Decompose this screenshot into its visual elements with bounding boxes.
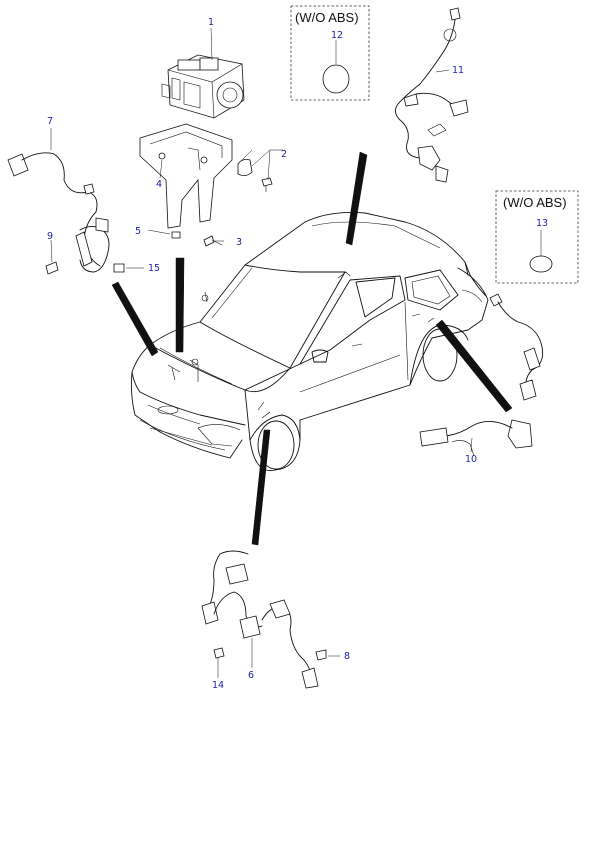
wo-abs-box-12-title: (W/O ABS) [295, 10, 359, 25]
callout-10: 10 [465, 454, 477, 465]
callout-14: 14 [212, 680, 224, 691]
plug-13 [529, 255, 553, 273]
callout-2: 2 [281, 149, 287, 160]
callout-leaders [50, 27, 473, 678]
callout-3: 3 [236, 237, 242, 248]
callout-4: 4 [156, 179, 162, 190]
wo-abs-box-13-title: (W/O ABS) [503, 195, 567, 210]
abs-hydraulic-unit [161, 54, 245, 119]
callout-1: 1 [208, 17, 214, 28]
callout-5: 5 [135, 226, 141, 237]
callout-numbers: 1 2 3 4 5 6 7 8 9 10 11 12 13 14 15 [47, 17, 548, 691]
callout-6: 6 [248, 670, 254, 681]
rear-right-sensor-10 [419, 293, 544, 457]
front-right-sensor-6 [201, 550, 327, 689]
rear-wheel-sensor-11 [395, 7, 469, 183]
callout-7: 7 [47, 116, 53, 127]
wo-abs-box-13 [495, 190, 579, 284]
abs-mounting-bracket [139, 123, 273, 247]
callout-9: 9 [47, 231, 53, 242]
callout-15: 15 [148, 263, 160, 274]
callout-11: 11 [452, 65, 464, 76]
front-left-sensor-7 [7, 152, 125, 275]
callout-8: 8 [344, 651, 350, 662]
car-illustration [130, 211, 489, 472]
pointer-arrows [111, 151, 513, 546]
plug-12 [322, 64, 350, 94]
callout-12: 12 [331, 30, 343, 41]
wo-abs-box-12 [290, 5, 370, 101]
callout-13: 13 [536, 218, 548, 229]
